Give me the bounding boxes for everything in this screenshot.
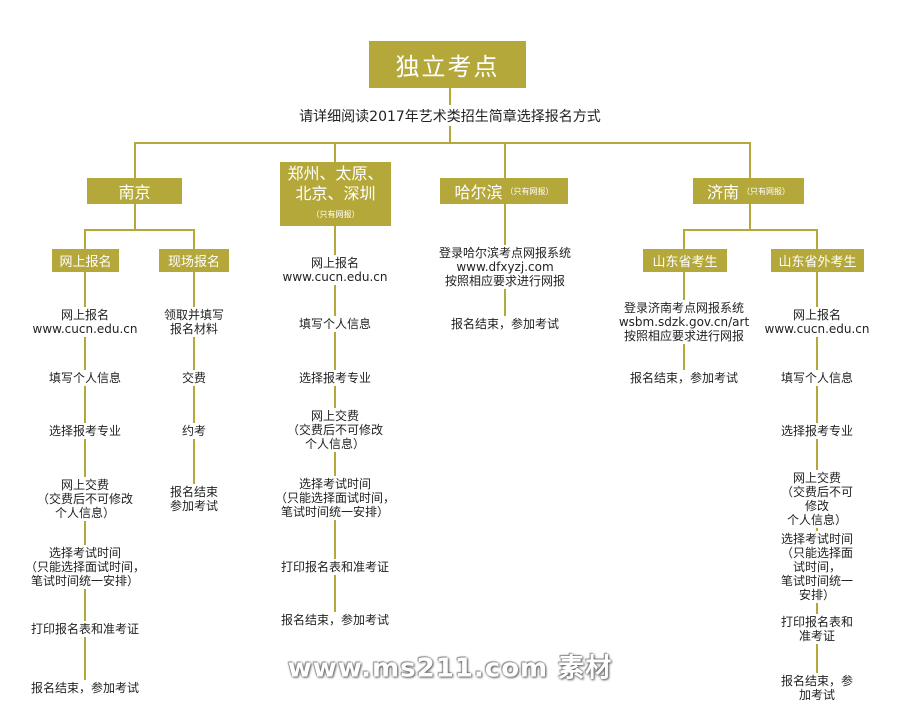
step-text: 选择报考专业	[295, 370, 375, 386]
step-text: 领取并填写 报名材料	[160, 307, 228, 337]
connector-line	[134, 204, 136, 230]
connector-line	[749, 142, 751, 178]
subtitle: 请详细阅读2017年艺术类招生简章选择报名方式	[293, 106, 607, 126]
connector-line	[683, 229, 685, 249]
step-text: 报名结束，参加考试	[27, 680, 143, 696]
node-outside-shandong-student: 山东省外考生	[771, 249, 864, 272]
harbin-note: （只有网报）	[505, 186, 554, 196]
step-text: 打印报名表和准考证	[775, 614, 859, 644]
step-text: 交费	[178, 370, 210, 386]
step-text: 填写个人信息	[45, 370, 125, 386]
step-text: 登录哈尔滨考点网报系统 www.dfxyzj.com 按照相应要求进行网报	[435, 245, 575, 289]
connector-line	[449, 126, 451, 143]
step-text: 选择报考专业	[777, 423, 857, 439]
step-text: 报名结束，参加考试	[447, 316, 563, 332]
step-text: 登录济南考点网报系统 wsbm.sdzk.gov.cn/art 按照相应要求进行…	[615, 300, 753, 344]
node-shandong-student: 山东省考生	[643, 249, 727, 272]
node-harbin-label: 哈尔滨	[454, 183, 503, 202]
connector-line	[449, 88, 451, 105]
step-text: 网上交费 （交费后不可修改 个人信息）	[283, 408, 387, 452]
node-zhengzhou-group: 郑州、太原、 北京、深圳 （只有网报）	[280, 162, 391, 226]
step-text: 报名结束，参加考试	[775, 673, 859, 703]
node-onsite-registration: 现场报名	[159, 249, 229, 272]
step-text: 网上报名 www.cucn.edu.cn	[279, 255, 391, 285]
connector-line	[816, 229, 818, 249]
connector-line	[683, 229, 818, 231]
node-onsite-label: 现场报名	[167, 255, 220, 270]
group2-line1: 郑州、太原、	[287, 163, 384, 183]
step-text: 打印报名表和准考证	[27, 621, 143, 637]
step-text: 网上交费 （交费后不可修改 个人信息）	[775, 470, 859, 528]
step-text: 填写个人信息	[777, 370, 857, 386]
step-text: 选择报考专业	[45, 423, 125, 439]
connector-line	[504, 142, 506, 178]
step-text: 选择考试时间 （只能选择面试时间， 笔试时间统一安排）	[21, 545, 149, 589]
connector-line	[749, 204, 751, 230]
node-harbin: 哈尔滨 （只有网报）	[440, 178, 568, 204]
connector-line	[134, 142, 751, 144]
step-text: 填写个人信息	[295, 316, 375, 332]
node-outprov-label: 山东省外考生	[778, 255, 857, 270]
node-inprov-label: 山东省考生	[652, 255, 718, 270]
step-text: 报名结束，参加考试	[277, 612, 393, 628]
node-online-label: 网上报名	[59, 255, 112, 270]
watermark: www.ms211.com 素材	[287, 653, 613, 684]
connector-line	[134, 142, 136, 178]
step-text: 网上报名 www.cucn.edu.cn	[29, 307, 141, 337]
step-text: 报名结束 参加考试	[166, 484, 222, 514]
step-text: 选择考试时间 （只能选择面试时间， 笔试时间统一安排）	[775, 531, 859, 603]
jinan-note: （只有网报）	[742, 186, 790, 196]
node-jinan: 济南 （只有网报）	[693, 178, 804, 204]
step-text: 选择考试时间 （只能选择面试时间， 笔试时间统一安排）	[271, 476, 399, 520]
connector-line	[84, 229, 86, 249]
node-jinan-label: 济南	[706, 183, 739, 202]
group2-line2: 北京、深圳	[295, 183, 376, 203]
group2-note: （只有网报）	[311, 209, 360, 219]
title-text: 独立考点	[395, 53, 500, 81]
step-text: 约考	[178, 423, 210, 439]
node-nanjing-label: 南京	[118, 183, 151, 202]
connector-line	[334, 142, 336, 162]
title-box: 独立考点	[369, 41, 526, 88]
node-nanjing: 南京	[87, 178, 182, 204]
node-online-registration: 网上报名	[52, 249, 119, 272]
step-text: 网上交费 （交费后不可修改 个人信息）	[33, 477, 137, 521]
step-text: 报名结束，参加考试	[626, 370, 742, 386]
step-text: 网上报名 www.cucn.edu.cn	[761, 307, 873, 337]
connector-line	[84, 229, 195, 231]
step-text: 打印报名表和准考证	[277, 559, 393, 575]
connector-line	[193, 229, 195, 249]
